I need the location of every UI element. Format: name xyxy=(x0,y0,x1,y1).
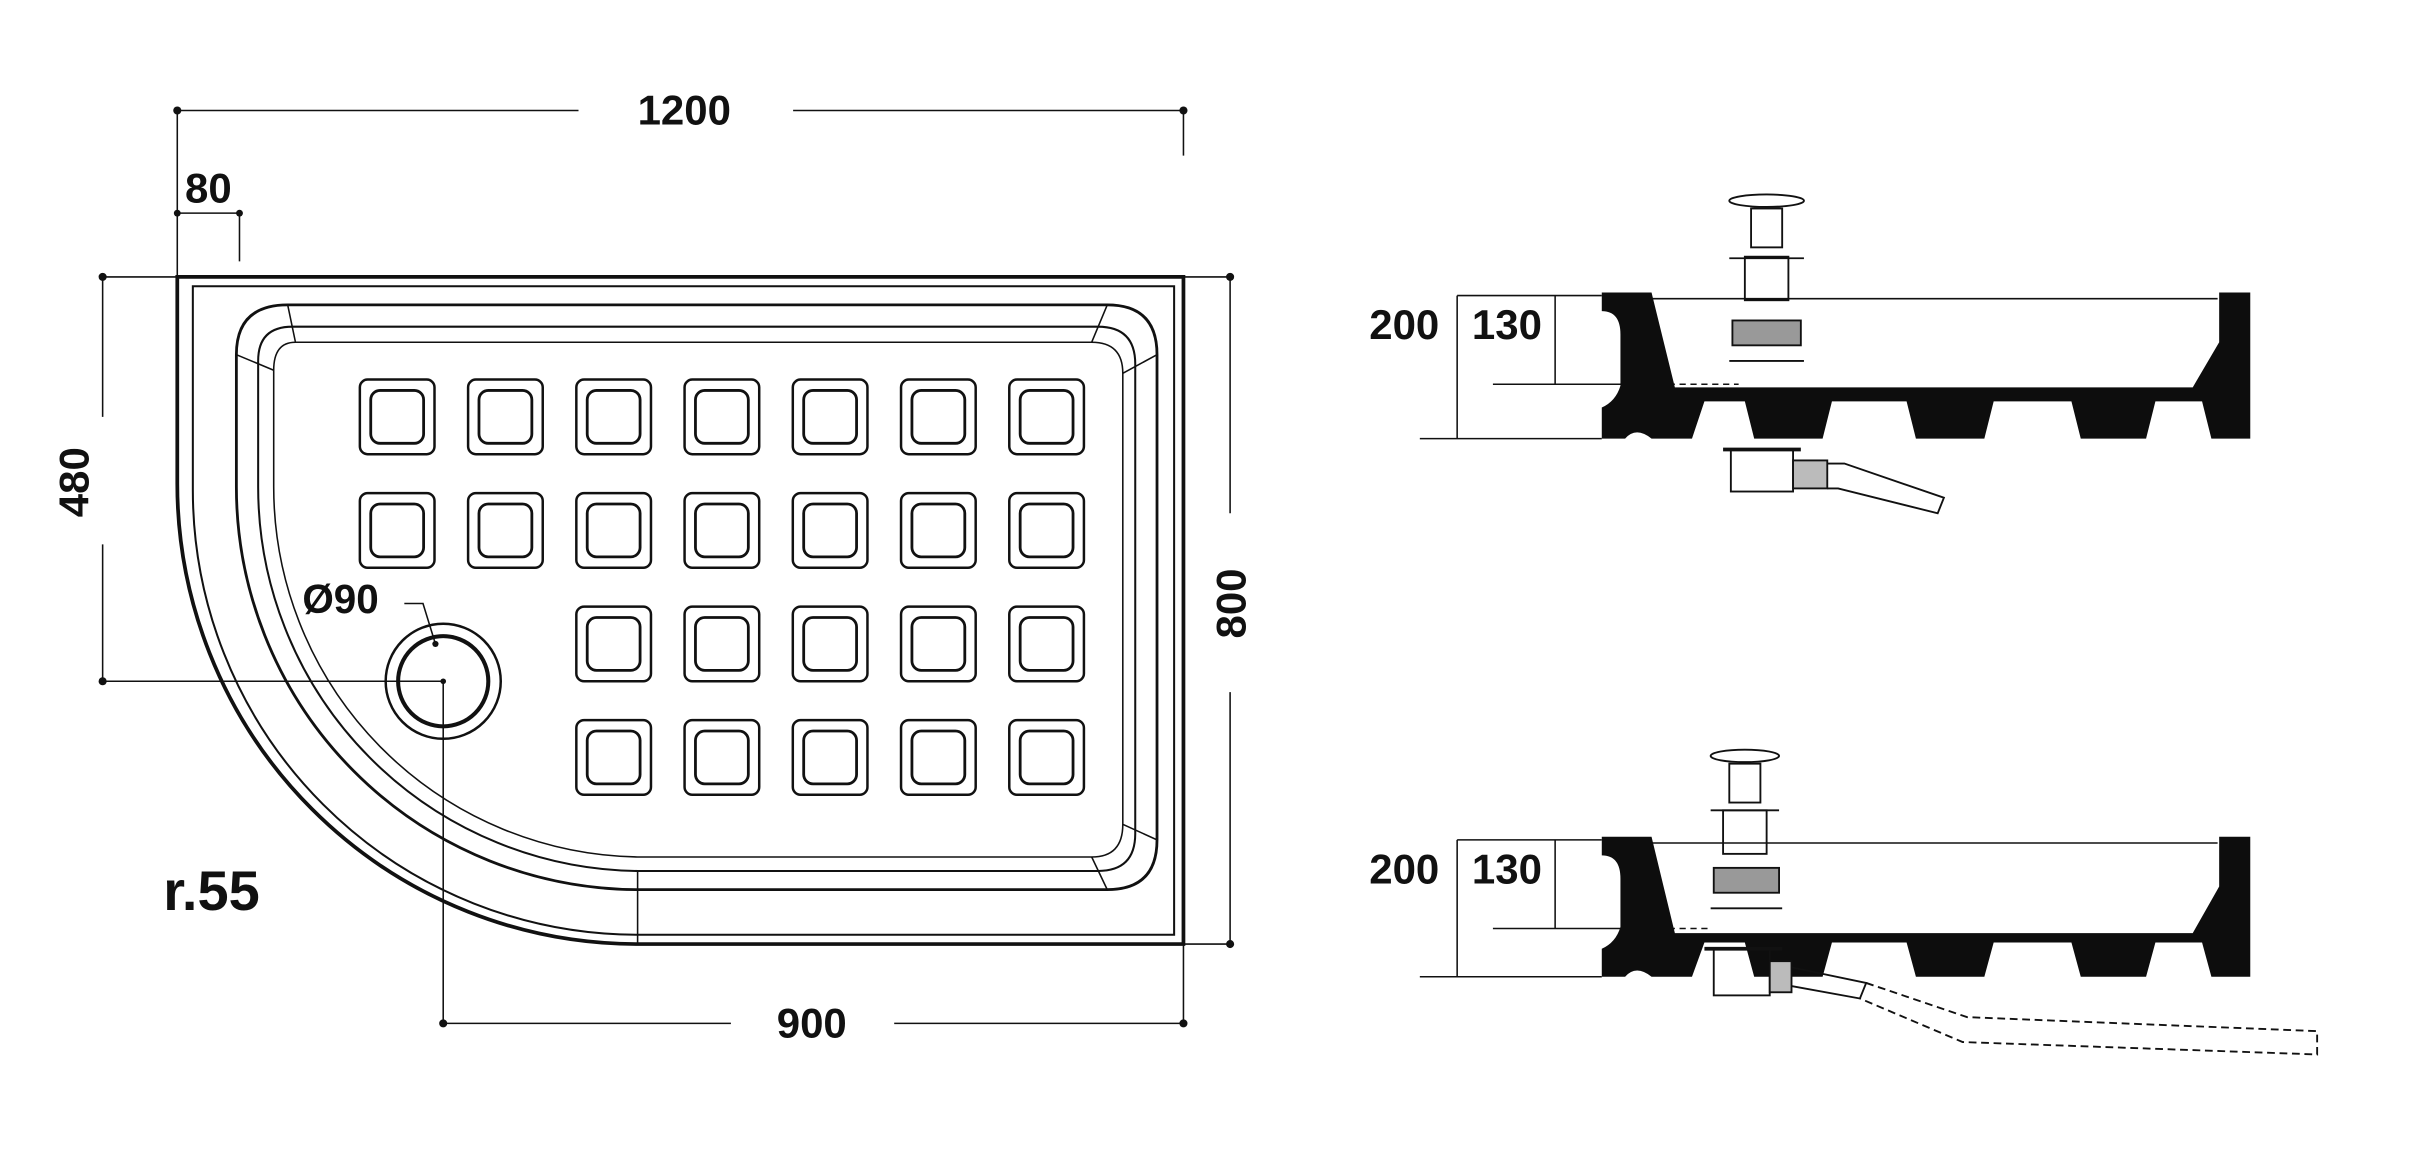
dim-80-label: 80 xyxy=(185,164,232,211)
basin-inner-edge xyxy=(257,325,1137,872)
section-1-drain-collar xyxy=(1743,255,1790,302)
anti-slip-pad xyxy=(1008,378,1086,456)
dim-800-label: 800 xyxy=(1208,568,1255,638)
anti-slip-pad xyxy=(575,605,653,683)
anti-slip-pad xyxy=(358,491,436,569)
section-1-drain-cap xyxy=(1728,193,1805,208)
anti-slip-pad xyxy=(683,718,761,797)
section-1-waste-pipe xyxy=(1827,462,1946,515)
section-2-extension-pipe-dashed xyxy=(1859,982,2319,1056)
anti-slip-pad xyxy=(358,378,436,456)
dim-480-label: 480 xyxy=(51,447,98,517)
anti-slip-pad-inner xyxy=(1018,616,1075,672)
anti-slip-pad xyxy=(683,605,761,683)
anti-slip-pad xyxy=(791,605,869,683)
tray-outer-outline xyxy=(175,275,1186,946)
anti-slip-pad xyxy=(899,378,977,456)
dim-1200-label: 1200 xyxy=(638,87,731,134)
anti-slip-pad-inner xyxy=(802,389,858,445)
anti-slip-pad-inner xyxy=(694,389,750,445)
anti-slip-pad-inner xyxy=(694,502,750,559)
anti-slip-pad-inner xyxy=(802,502,858,559)
anti-slip-pad xyxy=(466,491,544,569)
anti-slip-pad xyxy=(575,378,653,456)
anti-slip-pad xyxy=(1008,718,1086,797)
anti-slip-pad-grid xyxy=(358,378,1086,797)
section-1-waste-trap xyxy=(1729,448,1794,493)
anti-slip-pad xyxy=(899,605,977,683)
section-1-body xyxy=(1601,292,2251,439)
section-2-tray-depth-label: 130 xyxy=(1472,845,1542,892)
anti-slip-pad xyxy=(575,718,653,797)
section-2-drain-stem xyxy=(1728,762,1762,804)
anti-slip-pad-inner xyxy=(694,729,750,786)
section-2-drain-cap xyxy=(1709,748,1780,764)
anti-slip-pad-inner xyxy=(1018,729,1075,786)
anti-slip-pad-inner xyxy=(910,616,967,672)
anti-slip-pad xyxy=(683,378,761,456)
anti-slip-pad-inner xyxy=(585,616,642,672)
anti-slip-pad xyxy=(1008,491,1086,569)
plan-view xyxy=(175,275,1186,946)
drain-diameter-label: Ø90 xyxy=(302,576,378,622)
tray-flange-line xyxy=(191,285,1176,936)
plan-dimensions xyxy=(101,109,1231,1025)
section-1-drain-thread xyxy=(1731,319,1802,347)
section-2-body xyxy=(1601,836,2251,977)
anti-slip-pad-inner xyxy=(910,389,967,445)
anti-slip-pad xyxy=(899,718,977,797)
anti-slip-pad-inner xyxy=(369,502,426,559)
basin-outer-edge xyxy=(234,303,1159,892)
anti-slip-pad xyxy=(683,491,761,569)
anti-slip-pad-inner xyxy=(585,389,642,445)
section-2-drain-collar xyxy=(1722,809,1768,855)
anti-slip-pad-inner xyxy=(369,389,426,445)
anti-slip-pad-inner xyxy=(694,616,750,672)
basin-corner-chamfers xyxy=(236,304,1158,890)
anti-slip-pad-inner xyxy=(802,616,858,672)
plan-dimension-dots xyxy=(98,106,1235,1028)
anti-slip-pad xyxy=(791,718,869,797)
drain-leader-dot xyxy=(432,640,439,648)
section-1-total-height-label: 200 xyxy=(1369,301,1439,348)
anti-slip-pad-inner xyxy=(1018,389,1075,445)
anti-slip-pad-inner xyxy=(910,502,967,559)
section-2-waste-pipe xyxy=(1791,966,1868,1000)
front-radius-label: r.55 xyxy=(163,859,260,922)
section-2-total-height-label: 200 xyxy=(1369,845,1439,892)
anti-slip-pad-inner xyxy=(1018,502,1075,559)
section-1-waste-coupling xyxy=(1792,459,1829,490)
anti-slip-pad-inner xyxy=(802,729,858,786)
anti-slip-pad xyxy=(575,491,653,569)
anti-slip-pad xyxy=(1008,605,1086,683)
anti-slip-pad xyxy=(791,378,869,456)
dim-900-label: 900 xyxy=(777,999,847,1046)
section-view-1 xyxy=(1419,193,2251,515)
drain-leader xyxy=(404,602,437,645)
section-1-tray-depth-label: 130 xyxy=(1472,301,1542,348)
section-2-waste-coupling xyxy=(1768,960,1793,994)
anti-slip-pad xyxy=(899,491,977,569)
section-2-drain-thread xyxy=(1712,866,1780,894)
anti-slip-pad-inner xyxy=(910,729,967,786)
anti-slip-pad-inner xyxy=(585,502,642,559)
section-view-2 xyxy=(1419,748,2319,1056)
anti-slip-pad-inner xyxy=(585,729,642,786)
section-1-drain-stem xyxy=(1750,207,1784,249)
anti-slip-pad xyxy=(791,491,869,569)
anti-slip-pad-inner xyxy=(477,502,534,559)
anti-slip-pad xyxy=(466,378,544,456)
anti-slip-pad-inner xyxy=(477,389,534,445)
